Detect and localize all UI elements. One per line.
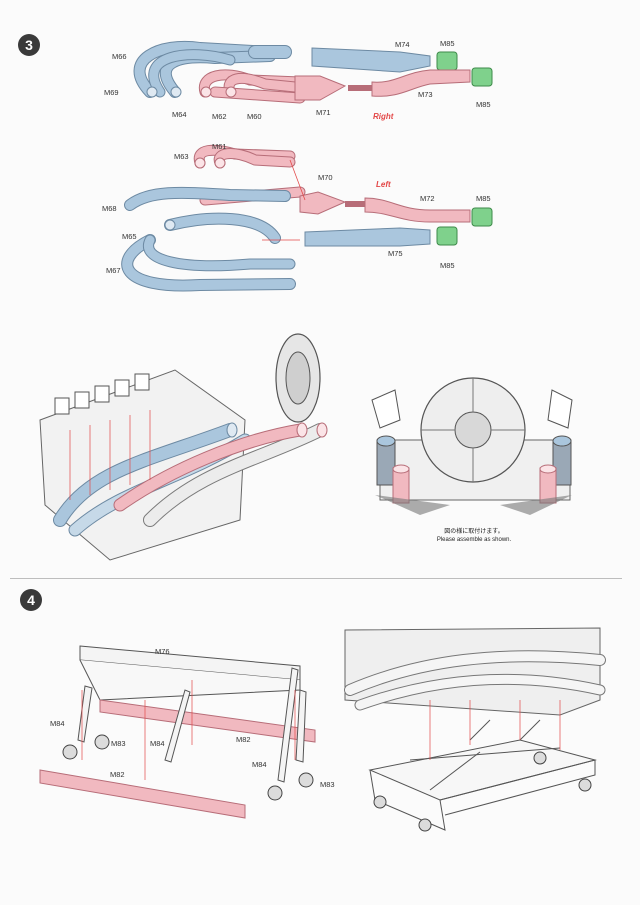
left-exhaust-blue-pipes	[121, 186, 296, 292]
m74-tailpipe	[311, 47, 431, 73]
m82-bar-lower	[39, 769, 246, 819]
label-m65: M65	[122, 232, 137, 241]
label-m68: M68	[102, 204, 117, 213]
label-m85-d: M85	[440, 261, 455, 270]
step-3-number: 3	[25, 37, 33, 53]
right-exhaust-blue-pipes	[133, 40, 292, 98]
assembly-note-en: Please assemble as shown.	[436, 537, 512, 544]
label-left-side: Left	[376, 180, 391, 189]
label-m75: M75	[388, 249, 403, 258]
label-m74: M74	[395, 40, 410, 49]
label-m76: M76	[155, 647, 170, 656]
m85-tip-d	[436, 226, 458, 246]
label-m82-b: M82	[110, 770, 125, 779]
label-m60: M60	[247, 112, 262, 121]
label-m84-b: M84	[150, 739, 165, 748]
label-m62: M62	[212, 112, 227, 121]
label-m85-b: M85	[476, 100, 491, 109]
stand-exploded-view	[39, 645, 316, 819]
right-exhaust-pink-pipes	[198, 69, 311, 104]
label-m63: M63	[174, 152, 189, 161]
m71-collector	[294, 75, 347, 101]
m73-tailpipe	[371, 69, 471, 97]
step-4-number: 4	[27, 592, 35, 608]
label-m84-c: M84	[252, 760, 267, 769]
m82-bar-upper	[99, 699, 316, 743]
assembly-note: 図の様に取付けます。 Please assemble as shown.	[404, 528, 544, 544]
assembly-note-ja: 図の様に取付けます。	[444, 529, 504, 535]
m70-collector	[299, 191, 347, 215]
engine-side-view	[39, 333, 328, 561]
label-m69: M69	[104, 88, 119, 97]
m75-tailpipe	[304, 227, 431, 247]
m85-tip-b	[471, 67, 493, 87]
label-m64: M64	[172, 110, 187, 119]
m72-tailpipe	[364, 197, 471, 223]
stand-assembled-view	[344, 627, 606, 832]
label-m67: M67	[106, 266, 121, 275]
m85-tip-c	[471, 207, 493, 227]
label-m66: M66	[112, 52, 127, 61]
m85-tip-a	[436, 51, 458, 71]
label-m61: M61	[212, 142, 227, 151]
label-right-side: Right	[373, 112, 394, 121]
m69-pipe-end	[146, 86, 158, 98]
m65-pipe-end	[164, 219, 176, 231]
step-4-badge: 4	[20, 589, 42, 611]
label-m83-a: M83	[111, 739, 126, 748]
step-3-badge: 3	[18, 34, 40, 56]
label-m71: M71	[316, 108, 331, 117]
engine-rear-view	[371, 377, 573, 515]
m64-pipe-end	[170, 86, 182, 98]
label-m72: M72	[420, 194, 435, 203]
label-m83-b: M83	[320, 780, 335, 789]
label-m73: M73	[418, 90, 433, 99]
label-m82-a: M82	[236, 735, 251, 744]
label-m84-a: M84	[50, 719, 65, 728]
step-divider	[10, 578, 622, 579]
label-m85-a: M85	[440, 39, 455, 48]
label-m70: M70	[318, 173, 333, 182]
label-m85-c: M85	[476, 194, 491, 203]
